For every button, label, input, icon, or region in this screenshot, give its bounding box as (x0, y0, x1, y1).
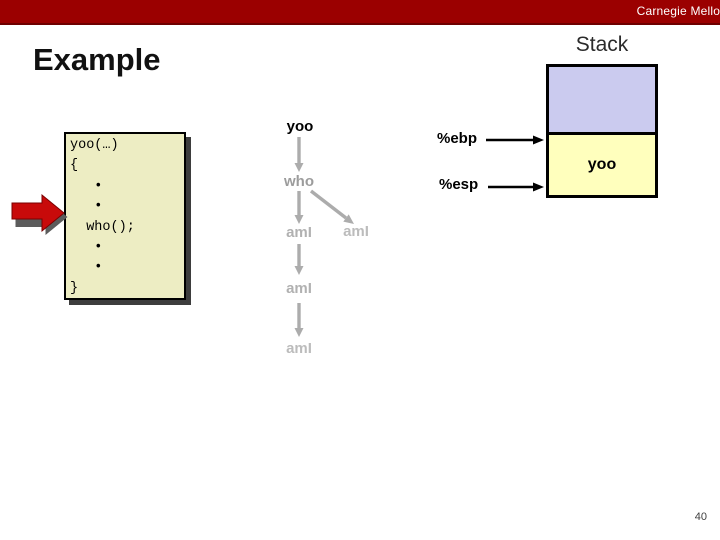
brand-label: Carnegie Mellon (636, 4, 720, 18)
call-arrow-amI2-amI3 (294, 303, 304, 337)
code-line: } (70, 280, 79, 296)
code-line: • (70, 199, 103, 215)
call-arrow-amI-amI2 (294, 244, 304, 275)
call-node-amI-2: amI (286, 280, 312, 297)
stack-title: Stack (575, 33, 629, 56)
esp-arrow (488, 182, 544, 192)
ebp-arrow (486, 135, 544, 145)
page-title: Example (33, 42, 161, 77)
code-line: • (70, 178, 103, 194)
stack-frame-yoo: yoo (549, 132, 655, 195)
code-line: • (70, 240, 103, 256)
stack-upper-region (549, 67, 655, 132)
call-node-amI-1: amI (286, 224, 312, 241)
register-ebp-label: %ebp (437, 130, 478, 147)
call-arrow-who-amI (294, 191, 304, 224)
call-node-who: who (284, 173, 314, 190)
code-box: yoo(…) { • • who(); • • } (64, 132, 186, 300)
call-node-amI-3: amI (286, 340, 312, 357)
code-line: { (70, 158, 79, 174)
register-esp-label: %esp (439, 176, 479, 193)
code-line: who(); (70, 219, 135, 235)
page-number: 40 (694, 511, 707, 523)
code-line: yoo(…) (70, 138, 119, 153)
call-node-amI-right: amI (343, 223, 369, 240)
call-arrow-yoo-who (294, 137, 304, 172)
red-pointer-arrow (11, 193, 68, 235)
stack-diagram: yoo (546, 64, 658, 198)
call-arrow-who-amI-right (309, 189, 354, 224)
call-node-yoo: yoo (286, 118, 314, 135)
header-bar: Carnegie Mellon (0, 0, 720, 25)
code-line: • (70, 260, 103, 276)
